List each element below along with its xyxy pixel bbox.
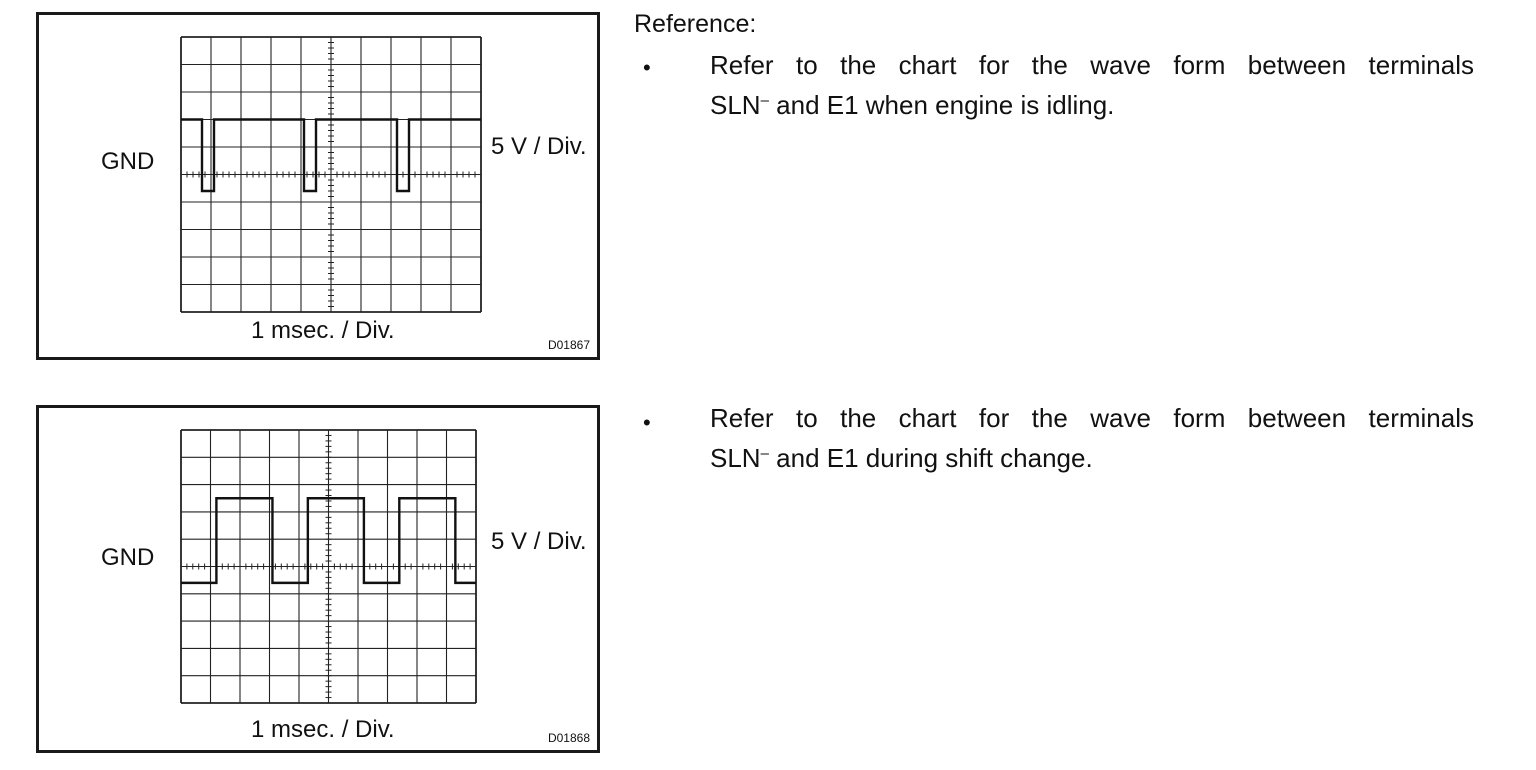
reference-heading: Reference: [634, 10, 757, 38]
signal-waveform [181, 118, 481, 193]
figure-code: D01868 [547, 731, 590, 745]
voltage-scale-label: 5 V / Div. [491, 133, 587, 160]
time-scale-label: 1 msec. / Div. [251, 716, 395, 743]
terminal-sup: – [760, 92, 769, 109]
terminal-name: SLN [710, 443, 761, 473]
bullet-2: • [643, 410, 651, 435]
figure-code: D01867 [547, 338, 590, 352]
voltage-scale-label: 5 V / Div. [491, 528, 587, 555]
note-line-1: Refer to the chart for the wave form bet… [710, 50, 1474, 80]
signal-waveform [181, 497, 476, 585]
waveform-figure-idling: GND 5 V / Div. 1 msec. / Div. D01867 [36, 12, 600, 360]
gnd-label: GND [101, 148, 155, 175]
oscilloscope-grid [180, 429, 477, 704]
note-shift-change: Refer to the chart for the wave form bet… [710, 398, 1474, 478]
note-line-2: and E1 during shift change. [768, 443, 1093, 473]
gnd-label: GND [101, 544, 155, 571]
note-line-2: and E1 when engine is idling. [768, 90, 1115, 120]
waveform-figure-shift-change: GND 5 V / Div. 1 msec. / Div. D01868 [36, 405, 600, 753]
terminal-name: SLN [710, 90, 761, 120]
note-idling: Refer to the chart for the wave form bet… [710, 45, 1474, 125]
oscilloscope-grid [180, 36, 482, 313]
note-line-1: Refer to the chart for the wave form bet… [710, 403, 1474, 433]
terminal-sup: – [760, 445, 769, 462]
time-scale-label: 1 msec. / Div. [251, 317, 395, 344]
bullet-1: • [643, 55, 651, 80]
